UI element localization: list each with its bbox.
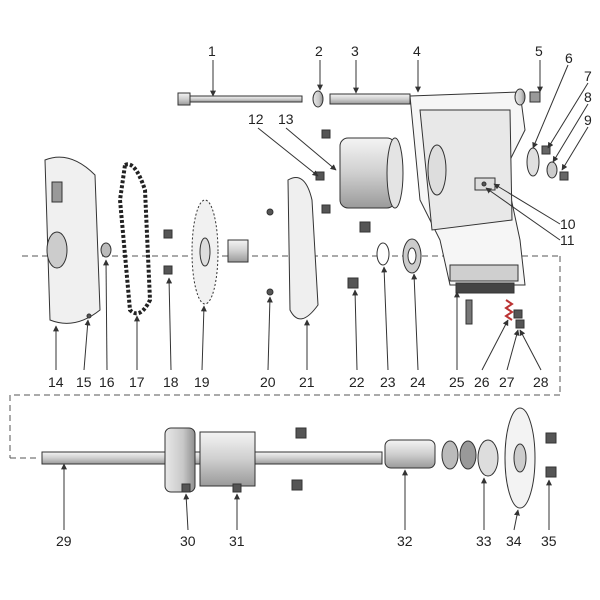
callout-29: 29 xyxy=(56,533,72,549)
callout-10: 10 xyxy=(560,216,576,232)
assembly-centerlines xyxy=(9,255,561,459)
callout-26: 26 xyxy=(474,374,490,390)
callout-7: 7 xyxy=(584,68,592,84)
part-6-bracket xyxy=(526,147,540,177)
part-23-washer xyxy=(376,242,390,266)
part-11-screw xyxy=(481,181,487,187)
part-7-bolt xyxy=(541,145,551,155)
part-9-bolt xyxy=(559,171,569,181)
part-3-sleeve xyxy=(329,93,411,105)
callout-32: 32 xyxy=(397,533,413,549)
part-25-bolt xyxy=(465,299,473,325)
callout-12: 12 xyxy=(248,111,264,127)
part-32-spacer-tube xyxy=(384,439,436,469)
part-13-motor xyxy=(321,129,404,214)
callout-31: 31 xyxy=(229,533,245,549)
part-21-brake-disc xyxy=(287,177,319,320)
callout-24: 24 xyxy=(410,374,426,390)
callout-22: 22 xyxy=(349,374,365,390)
part-18-bolts xyxy=(163,229,173,275)
part-2-nut xyxy=(312,90,324,108)
callout-11: 11 xyxy=(560,232,575,248)
part-1-long-bolt xyxy=(177,92,303,106)
callout-1: 1 xyxy=(208,43,216,59)
callout-30: 30 xyxy=(180,533,196,549)
callout-13: 13 xyxy=(278,111,294,127)
callout-3: 3 xyxy=(351,43,359,59)
callout-2: 2 xyxy=(315,43,323,59)
callout-9: 9 xyxy=(584,112,592,128)
callout-25: 25 xyxy=(449,374,465,390)
callout-34: 34 xyxy=(506,533,522,549)
part-5-nut xyxy=(514,88,541,106)
part-14-chain-cover xyxy=(44,156,101,324)
callout-33: 33 xyxy=(476,533,492,549)
callout-4: 4 xyxy=(413,43,421,59)
part-26-spring xyxy=(504,299,514,321)
part-35-bolts xyxy=(545,432,557,478)
callout-35: 35 xyxy=(541,533,557,549)
part-22-bolt xyxy=(347,221,371,289)
callout-21: 21 xyxy=(299,374,315,390)
part-34-brake-rotor xyxy=(504,407,536,509)
sprocket-hub xyxy=(227,239,249,263)
part-19-sprocket xyxy=(191,199,219,305)
callout-17: 17 xyxy=(129,374,145,390)
callout-labels: 1 2 3 4 5 6 7 8 9 10 11 12 13 14 15 16 1… xyxy=(48,43,592,549)
callout-5: 5 xyxy=(535,43,543,59)
part-20-screw xyxy=(266,208,274,296)
part-8-washer xyxy=(546,161,558,179)
callout-28: 28 xyxy=(533,374,549,390)
callout-20: 20 xyxy=(260,374,276,390)
callout-16: 16 xyxy=(99,374,115,390)
part-24-bearing xyxy=(402,238,422,274)
leader-lines xyxy=(53,60,589,531)
part-28-nut xyxy=(515,319,525,329)
callout-19: 19 xyxy=(194,374,210,390)
callout-6: 6 xyxy=(565,50,573,66)
part-31-carrier xyxy=(199,427,307,493)
callout-18: 18 xyxy=(163,374,179,390)
part-16-spacer xyxy=(100,242,112,258)
callout-15: 15 xyxy=(76,374,92,390)
callout-8: 8 xyxy=(584,89,592,105)
callout-23: 23 xyxy=(380,374,396,390)
part-33-bearing-flange xyxy=(441,439,499,477)
part-30-hub xyxy=(164,427,196,493)
part-27-nut xyxy=(513,309,523,319)
callout-14: 14 xyxy=(48,374,64,390)
part-4-swing-arm xyxy=(409,91,526,294)
part-15-screw xyxy=(86,313,92,319)
part-17-chain xyxy=(117,162,153,316)
callout-27: 27 xyxy=(499,374,515,390)
